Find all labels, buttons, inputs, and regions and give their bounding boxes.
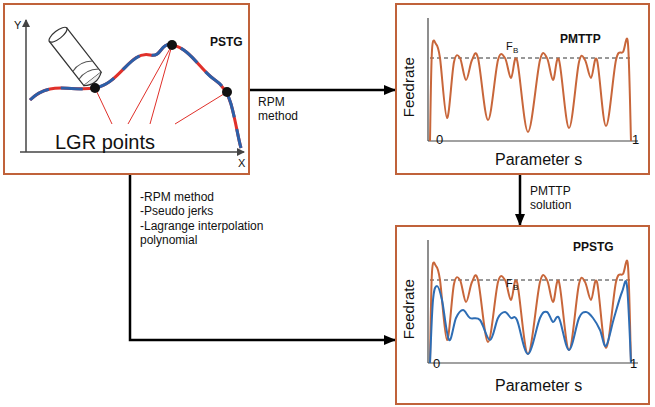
panel-text: B	[513, 47, 518, 56]
arrow-label: PMTTP solution	[530, 184, 610, 213]
chart-axis	[427, 18, 428, 141]
panel-box: PPSTG FeedrateParameter s 0 1 FB	[395, 225, 650, 405]
arrow-label: -RPM method -Pseudo jerks -Lagrange inte…	[140, 190, 300, 248]
flow-arrow	[519, 175, 522, 225]
panel-text: Y	[14, 19, 21, 31]
arrow-label: RPM method	[258, 95, 306, 124]
panel-box: PSTG LGR points Y X	[3, 3, 250, 175]
leader-lines	[95, 45, 227, 124]
panel-text: PSTG	[210, 36, 243, 49]
flow-arrow	[250, 89, 395, 92]
panel-text: 1	[632, 133, 639, 147]
panel-text: F	[506, 277, 513, 289]
chart-axis	[427, 240, 428, 363]
cutting-tool	[47, 25, 104, 89]
y-axis	[25, 20, 27, 152]
panel-text: 1	[630, 357, 637, 371]
flow-arrow	[130, 175, 395, 340]
panel-text: Parameter s	[495, 151, 582, 169]
feedrate-curve	[430, 261, 631, 363]
panel-box: PMTTP FeedrateParameter s 0 1 FB	[395, 3, 650, 175]
chart-axis	[428, 140, 638, 141]
panel-text: PPSTG	[573, 241, 614, 254]
panel-text: Parameter s	[495, 377, 582, 395]
panel-text: LGR points	[55, 131, 155, 153]
panel-text: 0	[436, 133, 443, 147]
feedrate-curve-planned	[430, 281, 631, 363]
panel-text: Feedrate	[401, 57, 418, 117]
chart-axis	[428, 362, 638, 363]
panel-text: X	[238, 157, 245, 169]
panel-text: Feedrate	[401, 279, 418, 339]
feedrate-curve	[430, 39, 631, 141]
panel-text: 0	[433, 357, 440, 371]
panel-text: B	[513, 284, 518, 293]
panel-text: F	[506, 40, 513, 52]
panel-text: PMTTP	[560, 33, 601, 46]
